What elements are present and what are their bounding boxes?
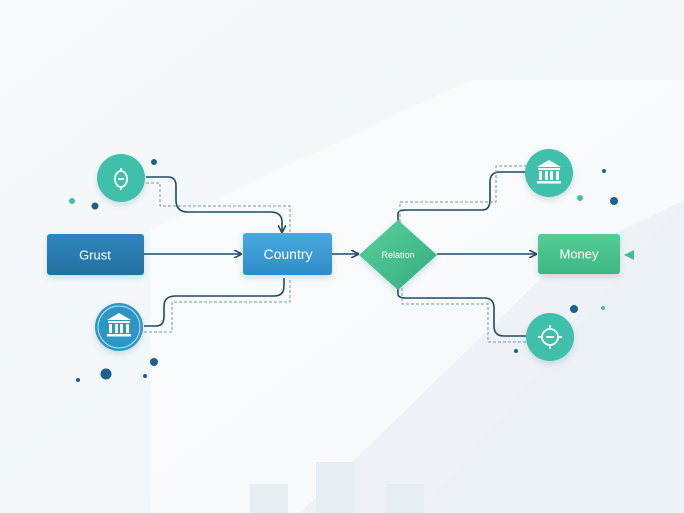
top-left-circle-node[interactable] [97,154,145,202]
dot [150,358,158,366]
edge-top-left-circle-country-dashed [146,182,291,232]
grust-label: Grust [79,248,111,263]
bank-icon [107,313,131,337]
dot [610,197,618,205]
dot [143,374,147,378]
edge-decision-bottom-right-circle [397,288,526,337]
background-bar [250,484,288,513]
edge-top-left-circle-country [146,176,282,232]
money-label: Money [559,247,599,262]
money-incoming-arrow [624,250,634,260]
dot [69,198,75,204]
coin-icon [114,168,128,190]
edge-bottom-left-circle-country-dashed [144,278,291,333]
bottom-right-circle-node[interactable] [526,313,574,361]
dot [602,169,606,173]
country-node[interactable]: Country [243,233,332,275]
country-label: Country [263,246,312,262]
bank-icon [537,160,561,184]
background-bar [316,462,354,513]
decorative-dots [69,159,618,382]
grust-node[interactable]: Grust [47,234,144,275]
gear-icon [538,325,562,349]
edges [144,165,536,343]
background-shape [300,200,684,513]
dot [100,368,112,380]
edge-decision-top-right-circle-dashed [399,165,526,222]
dot [76,378,80,382]
dot [577,195,583,201]
edge-bottom-left-circle-country [144,278,285,327]
background-bar [386,484,424,513]
money-node[interactable]: Money [538,234,620,274]
dot [601,306,605,310]
bottom-left-circle-node[interactable] [95,303,143,351]
decision-node[interactable]: Relation [359,220,437,290]
edge-decision-bottom-right-circle-dashed [401,288,526,343]
dot [570,305,578,313]
dot [151,159,157,165]
dot [91,202,99,210]
dot [514,349,518,353]
decision-label: Relation [381,250,414,260]
top-right-circle-node[interactable] [525,149,573,197]
